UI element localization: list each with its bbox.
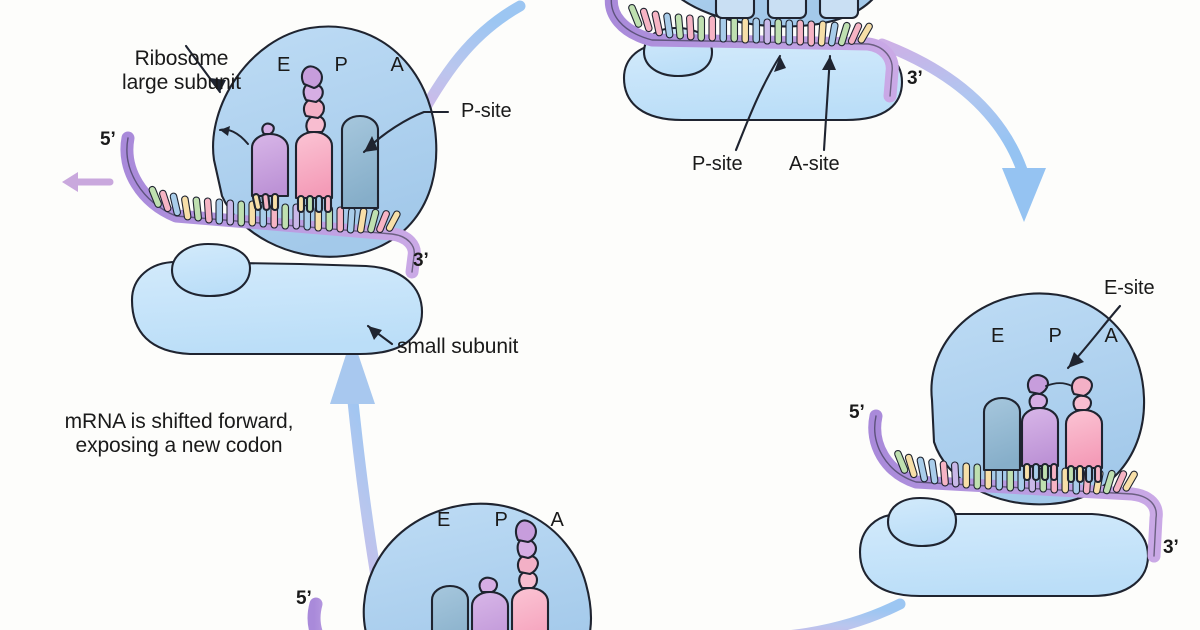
label-5prime-left: 5’	[100, 129, 116, 150]
mrna-exit-arrow-left	[62, 172, 114, 192]
flow-arrow-right-to-bottom	[790, 598, 906, 630]
e-site-slot-right	[982, 396, 1022, 472]
ribosome-bottom	[307, 502, 593, 630]
trna-p-site-left	[294, 65, 334, 214]
label-5prime-bottom: 5’	[296, 588, 312, 609]
trna-e-site-left	[250, 122, 290, 212]
slot-top-3	[818, 0, 860, 20]
label-epa-left: E P A	[277, 54, 415, 76]
label-3prime-top: 3’	[907, 68, 923, 89]
flow-arrow-top-to-right	[876, 38, 1046, 222]
label-epa-bottom: E P A	[437, 509, 575, 531]
e-site-slot-bottom	[430, 584, 470, 630]
ribosome-right	[858, 292, 1163, 598]
trna-a-site-bottom	[510, 519, 550, 630]
slot-top-2	[766, 0, 808, 20]
caption-mrna-shift: mRNA is shifted forward, exposing a new …	[64, 410, 294, 457]
label-p-site-left: P-site	[461, 100, 512, 122]
label-small-subunit: small subunit	[397, 335, 519, 358]
label-e-site-right: E-site	[1104, 277, 1155, 299]
mrna-bases-top	[628, 3, 873, 47]
label-a-site-top: A-site	[789, 153, 840, 175]
label-3prime-left: 3’	[413, 250, 429, 271]
trna-p-site-right	[1020, 374, 1060, 482]
label-5prime-right: 5’	[849, 402, 865, 423]
slot-top-1	[714, 0, 756, 20]
label-epa-right: E P A	[991, 325, 1129, 347]
label-ribosome-large-subunit: Ribosome large subunit	[122, 47, 241, 94]
a-site-slot-left	[340, 114, 380, 210]
label-3prime-right: 3’	[1163, 537, 1179, 558]
leader-p-site-top	[734, 54, 782, 152]
trna-p-site-bottom	[470, 576, 510, 630]
label-p-site-top: P-site	[692, 153, 743, 175]
trna-a-site-right	[1064, 376, 1104, 484]
ribosome-left	[120, 25, 438, 356]
leader-ribosome-large-subunit	[184, 44, 222, 94]
